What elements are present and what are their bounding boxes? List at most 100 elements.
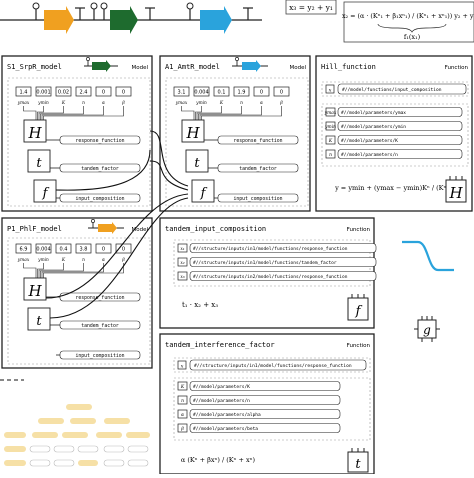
param-value-box[interactable] [253,86,270,97]
gene-arrow-blue [200,6,232,34]
param-value: 0.001 [36,90,50,96]
param-value-box[interactable] [273,86,290,97]
ref-path-box[interactable] [337,135,463,145]
panel-srpr-model[interactable]: S1_SrpR_model Model 1.4ymax0.001ymin0.02… [1,55,153,212]
param-value-box[interactable] [75,243,92,254]
param-value-box[interactable] [15,86,32,97]
param-label: ymin [37,258,49,263]
ref-path: #//model/parameters/ymax [341,110,406,116]
tandem-factor-node[interactable] [27,307,51,331]
param-wire [40,263,84,284]
port-label-box[interactable] [59,135,141,145]
ref-path-box[interactable] [189,257,377,267]
param-value-box[interactable] [115,243,132,254]
param-wire [195,106,202,127]
ref-path-box[interactable] [337,107,463,117]
hill-function-node[interactable] [23,277,47,301]
param-label: K [61,258,66,263]
param-value-box[interactable] [15,243,32,254]
terminator-icon [243,7,253,20]
port-label-box[interactable] [59,193,141,203]
port-label: input_composition [75,196,124,202]
param-value-box[interactable] [95,243,112,254]
g-function-icon: g [414,316,440,342]
param-wire [181,106,195,127]
port-label-box[interactable] [59,350,141,360]
hill-node-label: H [27,124,42,142]
ref-symbol-box [177,243,188,253]
hill-function-node[interactable] [23,119,47,143]
ref-symbol: n [181,399,184,404]
ref-symbol-box [325,135,336,145]
param-value: 6.9 [20,247,28,253]
param-label: β [121,258,125,263]
panel-phlf-model[interactable]: P1_PhlF_model Model 6.9ymax0.004ymin0.4K… [1,217,153,369]
param-value-box[interactable] [55,243,72,254]
param-value: 0 [122,247,125,253]
input-composition-node[interactable] [191,179,215,203]
hill-function-node[interactable] [181,119,205,143]
input-composition-node[interactable] [33,179,57,203]
param-label: n [82,258,85,263]
top-formula: x₃ = y₂ + y₁ x₂ = (α · (Kⁿ₁ + β₁xⁿ₁) / (… [285,0,474,43]
param-label: K [61,101,66,106]
ref-path: #//structure/inputs/in2/model/functions/… [193,274,348,280]
param-value-box[interactable] [233,86,250,97]
ref-path-box[interactable] [189,395,341,405]
param-value: 0.1 [218,90,226,96]
ref-path-box[interactable] [337,149,463,159]
port-label-box[interactable] [217,163,299,173]
param-value-box[interactable] [55,86,72,97]
ref-path-box[interactable] [189,409,341,419]
port-label-box[interactable] [59,292,141,302]
port-label: response_function [75,295,124,301]
port-label-box[interactable] [217,135,299,145]
panel-amtr-model[interactable]: A1_AmtR_model Model 3.1ymax0.004ymin0.1K… [159,55,311,212]
param-value-box[interactable] [35,86,52,97]
port-label-box[interactable] [59,163,141,173]
ref-path-box[interactable] [337,121,463,131]
param-wire [23,263,37,284]
param-wire [38,263,64,284]
composition-node-label: f [42,186,50,201]
repression-curve-icon [402,240,454,272]
ref-path-box[interactable] [189,271,377,281]
port-label: input_composition [233,196,282,202]
port-label-box[interactable] [217,193,299,203]
panel-hill-function[interactable]: Hill_function Function x #//model/functi… [315,55,473,212]
port-label: tandem_factor [81,323,119,329]
param-label: α [102,258,105,263]
svg-text:x: x [181,364,184,370]
ref-path-box[interactable] [189,423,341,433]
param-value: 3.8 [80,247,88,253]
param-value: 3.1 [178,90,186,96]
param-value-box[interactable] [173,86,190,97]
tandem-factor-node[interactable] [185,149,209,173]
param-value-box[interactable] [95,86,112,97]
terminator-icon [75,7,85,20]
param-value-box[interactable] [35,243,52,254]
param-value-box[interactable] [213,86,230,97]
param-label: ymax [17,258,30,263]
port-label: tandem_factor [81,166,119,172]
ref-path-box[interactable] [189,381,341,391]
port-label: input_composition [75,353,124,359]
ref-path-box[interactable] [189,243,377,253]
ref-path: #//model/parameters/n [193,398,250,404]
param-value-box[interactable] [75,86,92,97]
param-label: K [219,101,224,106]
panel-tandem-input-composition[interactable]: tandem_input_composition Function x₁#//s… [159,217,377,329]
formula-underbrace-label: f₁(x₁) [404,33,421,41]
param-value: 0.4 [60,247,68,253]
ref-symbol: x₃ [180,275,184,280]
port-label-box[interactable] [59,320,141,330]
param-value-box[interactable] [115,86,132,97]
param-wire [23,106,37,127]
param-value-box[interactable] [193,86,210,97]
hill-node-label: H [185,124,200,142]
tandem-factor-node[interactable] [27,149,51,173]
param-value: 0.02 [58,90,69,96]
param-label: α [260,101,263,106]
panel-tandem-interference-factor[interactable]: tandem_interference_factor Function x #/… [159,333,375,475]
param-value: 0 [102,90,105,96]
